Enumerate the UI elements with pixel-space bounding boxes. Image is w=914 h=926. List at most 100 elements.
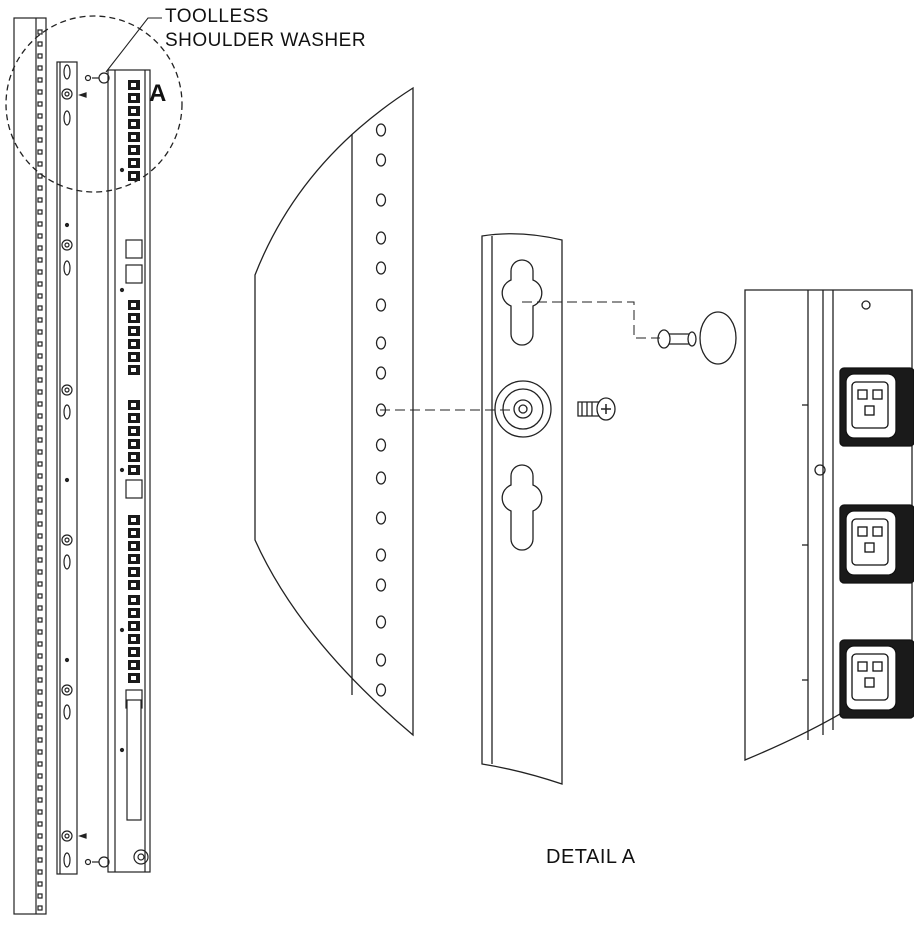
rail-hole [37, 185, 43, 191]
rail-hole [37, 785, 43, 791]
detail-outlet-column [839, 367, 914, 719]
rail-hole [37, 437, 43, 443]
bracket-keyholes [61, 64, 73, 868]
alignment-lines [380, 301, 660, 411]
rail-hole [37, 809, 43, 815]
rail-hole [37, 365, 43, 371]
pdu-outlet-socket [131, 663, 136, 667]
pdu-ground-screw [133, 849, 149, 865]
rail-hole [37, 305, 43, 311]
pdu-outlet-receptacle [839, 367, 914, 447]
bracket-dot [64, 222, 70, 228]
bracket-screw [61, 384, 73, 396]
bracket-screw [61, 88, 73, 100]
detail-rail-hole [375, 578, 387, 592]
rail-hole-column [37, 29, 43, 911]
rail-hole [37, 665, 43, 671]
rail-hole [37, 893, 43, 899]
pdu-side-screw [814, 464, 826, 476]
rail-hole [37, 257, 43, 263]
rail-hole [37, 869, 43, 875]
detail-rail-hole [375, 653, 387, 667]
pdu-outlet-socket [131, 355, 136, 359]
rail-hole [37, 845, 43, 851]
rail-hole [37, 605, 43, 611]
pdu-outlet-receptacle [839, 504, 914, 584]
bracket-screw [61, 830, 73, 842]
pdu-outlet-socket [131, 122, 136, 126]
pdu-outlet-socket [131, 611, 136, 615]
rail-hole [37, 329, 43, 335]
rail-hole [37, 65, 43, 71]
pdu-outlet-socket [131, 518, 136, 522]
bracket-keyhole [63, 852, 71, 868]
pdu-outlet-socket [131, 403, 136, 407]
rail-hole [37, 833, 43, 839]
rail-hole [37, 857, 43, 863]
detail-reference-letter: A [149, 80, 167, 107]
pdu-outlet-socket [131, 148, 136, 152]
rail-hole [37, 653, 43, 659]
pdu-mount-hole [861, 300, 871, 310]
pdu-outlet-socket [131, 468, 136, 472]
bracket-screw [61, 684, 73, 696]
rail-hole [37, 53, 43, 59]
bracket-keyhole [63, 64, 71, 80]
pdu-outlet-socket [131, 583, 136, 587]
detail-rail-hole [375, 471, 387, 485]
detail-rail-hole [375, 298, 387, 312]
pdu-marker-dot [119, 287, 125, 293]
pdu-outlet-socket [131, 570, 136, 574]
detail-rail-hole [375, 261, 387, 275]
pdu-outlet-socket [131, 442, 136, 446]
rail-hole [37, 425, 43, 431]
rail-hole [37, 677, 43, 683]
arrow-marker [78, 833, 87, 839]
detail-view [254, 86, 914, 785]
rail-hole [37, 557, 43, 563]
pdu-unit [107, 69, 151, 873]
pdu-outlet-socket [131, 531, 136, 535]
pdu-outlet-socket [131, 455, 136, 459]
callout-label-line2: SHOULDER WASHER [165, 30, 367, 51]
rail-hole [37, 641, 43, 647]
mounting-bracket [56, 61, 78, 875]
rail-hole [37, 533, 43, 539]
rail-hole [37, 713, 43, 719]
bracket-boss [494, 380, 552, 438]
pdu-outlet-socket [131, 544, 136, 548]
callout-leader [105, 17, 162, 73]
rail-hole [37, 389, 43, 395]
bracket-screw [61, 239, 73, 251]
rail-hole [37, 89, 43, 95]
detail-caption: DETAIL A [546, 846, 636, 868]
pdu-outlet-socket [131, 598, 136, 602]
rail-hole [37, 77, 43, 83]
detail-rail-hole [375, 153, 387, 167]
rail-hole [37, 149, 43, 155]
rail-hole [37, 497, 43, 503]
pdu-outlet-socket [131, 135, 136, 139]
rail-hole [37, 161, 43, 167]
rail-hole [37, 725, 43, 731]
pdu-outlet-socket [131, 96, 136, 100]
bracket-screw-center [64, 242, 70, 248]
detail-rail-hole [375, 683, 387, 697]
detail-rail-hole-column [375, 123, 387, 697]
detail-rail-hole [375, 511, 387, 525]
detail-rail-hole [375, 615, 387, 629]
toolless-shoulder-washer [657, 311, 737, 365]
rail-hole [37, 293, 43, 299]
bracket-keyhole [63, 260, 71, 276]
pdu-blank-panel [125, 264, 143, 284]
rail-hole [37, 137, 43, 143]
detail-rail-hole [375, 336, 387, 350]
rail-hole [37, 29, 43, 35]
pdu-outlet-socket [131, 342, 136, 346]
rail-hole [37, 233, 43, 239]
pdu-outlet-socket [131, 429, 136, 433]
pdu-marker-dot [119, 747, 125, 753]
detail-rail-hole [375, 193, 387, 207]
rail-hole [37, 209, 43, 215]
rail-hole [37, 773, 43, 779]
